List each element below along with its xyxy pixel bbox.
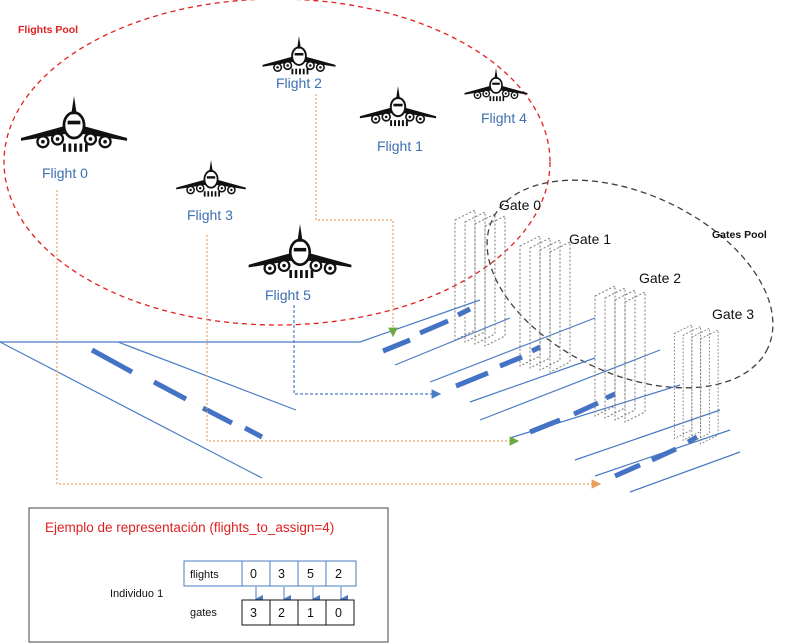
gate-label-0: Gate 0 [499, 197, 541, 213]
runway-dashes [90, 306, 699, 479]
gate-0-structure [454, 209, 506, 347]
flight-0-airplane-icon [19, 96, 129, 154]
gates-value-3: 0 [335, 606, 342, 620]
gate-label-2: Gate 2 [639, 270, 681, 286]
individual-label: Individuo 1 [110, 588, 163, 600]
flight-label-1: Flight 1 [377, 138, 423, 154]
flights-value-1: 3 [278, 567, 285, 581]
gates-row-label: gates [190, 607, 217, 619]
flight-label-2: Flight 2 [276, 75, 322, 91]
gates-value-1: 2 [278, 606, 285, 620]
assignment-arrow-flight-5 [293, 305, 442, 399]
gate-label-1: Gate 1 [569, 231, 611, 247]
runway-lines [0, 299, 741, 493]
flights-pool-label: Flights Pool [18, 24, 78, 36]
flights-value-3: 2 [335, 567, 342, 581]
mapping-arrows [255, 587, 348, 603]
flight-label-0: Flight 0 [42, 165, 88, 181]
gates-value-0: 3 [250, 606, 257, 620]
flight-2-airplane-icon [261, 36, 337, 76]
flight-3-airplane-icon [175, 160, 247, 198]
flights-row-label: flights [190, 569, 219, 581]
flights-value-0: 0 [250, 567, 257, 581]
flights-value-2: 5 [307, 567, 314, 581]
gate-1-structure [519, 235, 571, 373]
assignment-arrow-flight-2 [315, 94, 398, 338]
gates-value-2: 1 [307, 606, 314, 620]
flights-pool-boundary [3, 0, 551, 326]
flight-label-4: Flight 4 [481, 110, 527, 126]
gate-2-structure [594, 285, 646, 423]
gate-3-structure [673, 324, 719, 445]
assignment-arrow-flight-3 [206, 235, 520, 446]
flight-5-airplane-icon [247, 224, 353, 280]
assignment-arrow-flight-0 [56, 190, 602, 489]
gates-pool-boundary [486, 179, 774, 389]
flight-label-5: Flight 5 [265, 287, 311, 303]
flight-1-airplane-icon [358, 86, 438, 128]
gates-pool-label: Gates Pool [712, 229, 767, 241]
example-title: Ejemplo de representación (flights_to_as… [45, 520, 334, 535]
gate-label-3: Gate 3 [712, 306, 754, 322]
flight-label-3: Flight 3 [187, 207, 233, 223]
